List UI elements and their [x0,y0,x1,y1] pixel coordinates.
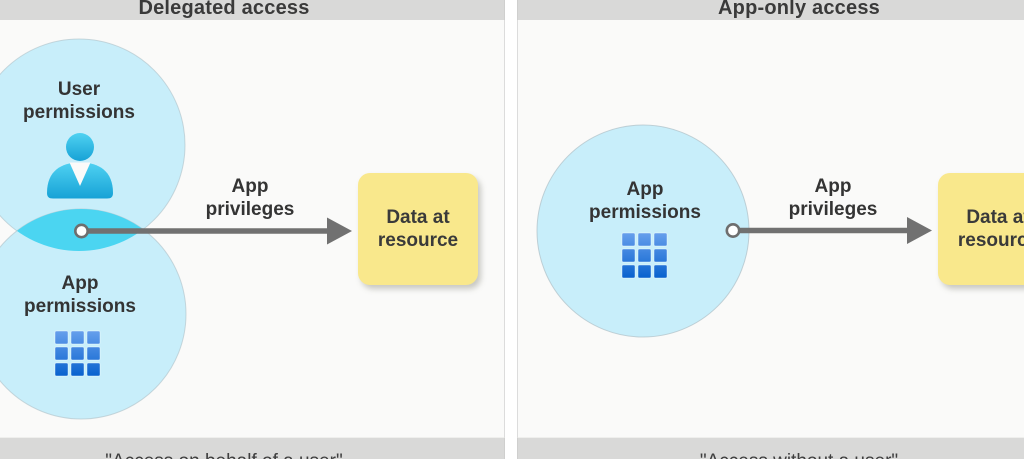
app-grid-icon [54,330,101,377]
panel-delegated-access: Delegated access [0,0,505,459]
app-privileges-arrow [735,217,932,244]
panel-title: Delegated access [138,0,310,19]
data-at-resource-label: Data at resource [957,207,1024,251]
app-permissions-label: App permissions [24,273,136,317]
app-permissions-circle [536,124,750,338]
data-at-resource-box: Data at resource [358,173,478,285]
user-permissions-label: User permissions [23,79,135,123]
app-privileges-label: App privileges [788,176,878,220]
connection-dot [725,223,741,239]
connection-dot [74,223,90,239]
panel-caption: "Access on behalf of a user" [105,438,342,459]
panel-footer: "Access without a user" [517,437,1024,459]
panel-caption: "Access without a user" [700,438,898,459]
app-only-access-diagram [536,124,932,338]
panel-app-only-access: App-only access App [517,0,1024,459]
panel-footer: "Access on behalf of a user" [0,437,505,459]
app-grid-icon [621,232,668,279]
app-privileges-label: App privileges [205,176,295,220]
panel-header: App-only access [517,0,1024,22]
app-privileges-arrow [83,217,352,245]
panel-title: App-only access [718,0,880,19]
app-permissions-label: App permissions [589,179,701,223]
data-at-resource-box: Data at resource [938,173,1024,285]
delegated-access-diagram [0,38,352,420]
person-icon [47,133,113,199]
data-at-resource-label: Data at resource [377,207,459,251]
